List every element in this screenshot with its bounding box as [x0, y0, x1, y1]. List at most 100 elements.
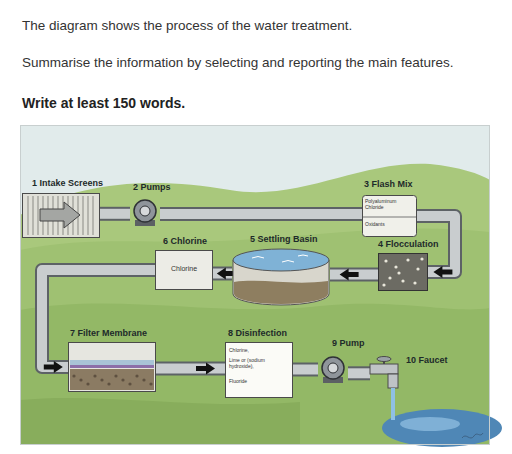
pipe-connector [293, 369, 318, 370]
pump-hub [328, 363, 338, 373]
faucet-pipe [370, 364, 398, 374]
prompt-title: The diagram shows the process of the wat… [22, 18, 352, 33]
stage-label: 5 Settling Basin [250, 234, 318, 244]
process-stage: 6 ChlorineChlorine [155, 250, 213, 290]
stage-label: 4 Flocculation [378, 239, 439, 249]
sky [20, 125, 490, 445]
gravel-layer [70, 369, 154, 390]
process-stage: 5 Settling Basin [232, 248, 330, 306]
stage-note: Lime or (sodium hydroxide), [229, 357, 289, 369]
water-pool [382, 409, 502, 447]
floc-particle [406, 258, 409, 261]
flow-arrowhead [196, 363, 215, 375]
screen-bar [83, 196, 84, 235]
pipe-outline [330, 268, 378, 282]
stage-note: Chlorine, [229, 347, 289, 353]
handle-stem [383, 361, 385, 364]
prompt-text: Summarise the information by selecting a… [22, 55, 453, 70]
pump-body [322, 357, 344, 379]
process-stage: 4 Flocculation [378, 253, 428, 291]
signature-scribble [462, 433, 483, 438]
process-stage: 1 Intake Screens [22, 193, 100, 238]
water-stream [391, 388, 395, 400]
stage-illustration [22, 193, 100, 238]
pipe-connector [348, 373, 370, 374]
process-stage: 10 Faucet [370, 355, 404, 400]
floc-particle [420, 257, 423, 260]
stage-label: 3 Flash Mix [364, 179, 413, 189]
water-surface [233, 249, 329, 271]
stage-illustration [370, 355, 404, 400]
hill [20, 303, 490, 445]
floc-tank [379, 254, 428, 291]
membrane-layer [70, 365, 154, 368]
floc-particle [397, 271, 400, 274]
water-ripple [400, 417, 460, 431]
pipe-connector [213, 268, 236, 280]
stage-note: Fluoride [229, 378, 289, 384]
floc-particle [388, 276, 391, 279]
flow-arrowhead [217, 268, 236, 280]
screen-housing [23, 194, 100, 238]
stage-label: 10 Faucet [406, 355, 448, 365]
ripple [252, 255, 308, 262]
flow-arrow [40, 202, 80, 228]
gravel-stone [135, 374, 138, 377]
pipe-outline [156, 362, 225, 376]
stage-label: 7 Filter Membrane [70, 328, 147, 338]
stage-illustration [68, 342, 156, 392]
pipe-connector [160, 214, 362, 215]
pipe-connector [330, 269, 378, 281]
screen-bar [33, 196, 34, 235]
pipe-connector [42, 270, 155, 373]
gravel-stone [86, 382, 89, 385]
water-stream [391, 398, 395, 420]
flow-arrowhead [340, 269, 359, 281]
pipe-body [417, 216, 455, 272]
pump-body [134, 200, 156, 222]
stage-note: Polyaluminum Chloride [365, 198, 414, 210]
faucet-handle [377, 357, 391, 362]
process-stage: 2 Pumps [130, 198, 160, 226]
gravel-stone [149, 382, 152, 385]
floc-particle [384, 259, 387, 262]
disinfection-box [226, 343, 293, 398]
divider [363, 217, 416, 218]
pipe-outline [160, 207, 362, 221]
process-stage: 7 Filter Membrane [68, 342, 156, 392]
pump-hub [140, 206, 150, 216]
faucet-spout [388, 374, 398, 388]
gravel-stone [142, 378, 145, 381]
floc-particle [394, 265, 397, 268]
gravel-stone [79, 378, 82, 381]
pipe-body [160, 209, 362, 219]
gravel-stone [100, 378, 103, 381]
floc-particle [416, 267, 419, 270]
stage-label: 1 Intake Screens [32, 178, 103, 188]
stage-label: 9 Pump [332, 338, 365, 348]
process-stage: 8 DisinfectionChlorine,Lime or (sodium h… [225, 342, 293, 398]
screen-bar [28, 196, 29, 235]
mixer-tank [363, 196, 417, 237]
flow-arrowhead [44, 361, 63, 373]
screen-bar [93, 196, 94, 235]
stage-label: 6 Chlorine [163, 236, 207, 246]
pipe-outline [42, 270, 155, 367]
floc-particle [413, 281, 416, 284]
stage-label: 2 Pumps [133, 182, 171, 192]
pipe-outline [417, 216, 455, 272]
process-stage: 3 Flash MixPolyaluminum ChlorideOxidants [362, 195, 417, 237]
process-stage: 9 Pump [318, 355, 348, 383]
pipe-connector [156, 363, 225, 375]
pipe-body [293, 365, 318, 375]
water-layer [70, 360, 154, 365]
pipe-outline [100, 207, 130, 221]
hill [20, 164, 490, 445]
sediment [234, 281, 328, 304]
gravel-stone [114, 374, 117, 377]
flow-arrowhead [433, 266, 452, 278]
screen-bar [88, 196, 89, 235]
pipe-body [156, 364, 225, 374]
stage-label: 8 Disinfection [228, 328, 287, 338]
